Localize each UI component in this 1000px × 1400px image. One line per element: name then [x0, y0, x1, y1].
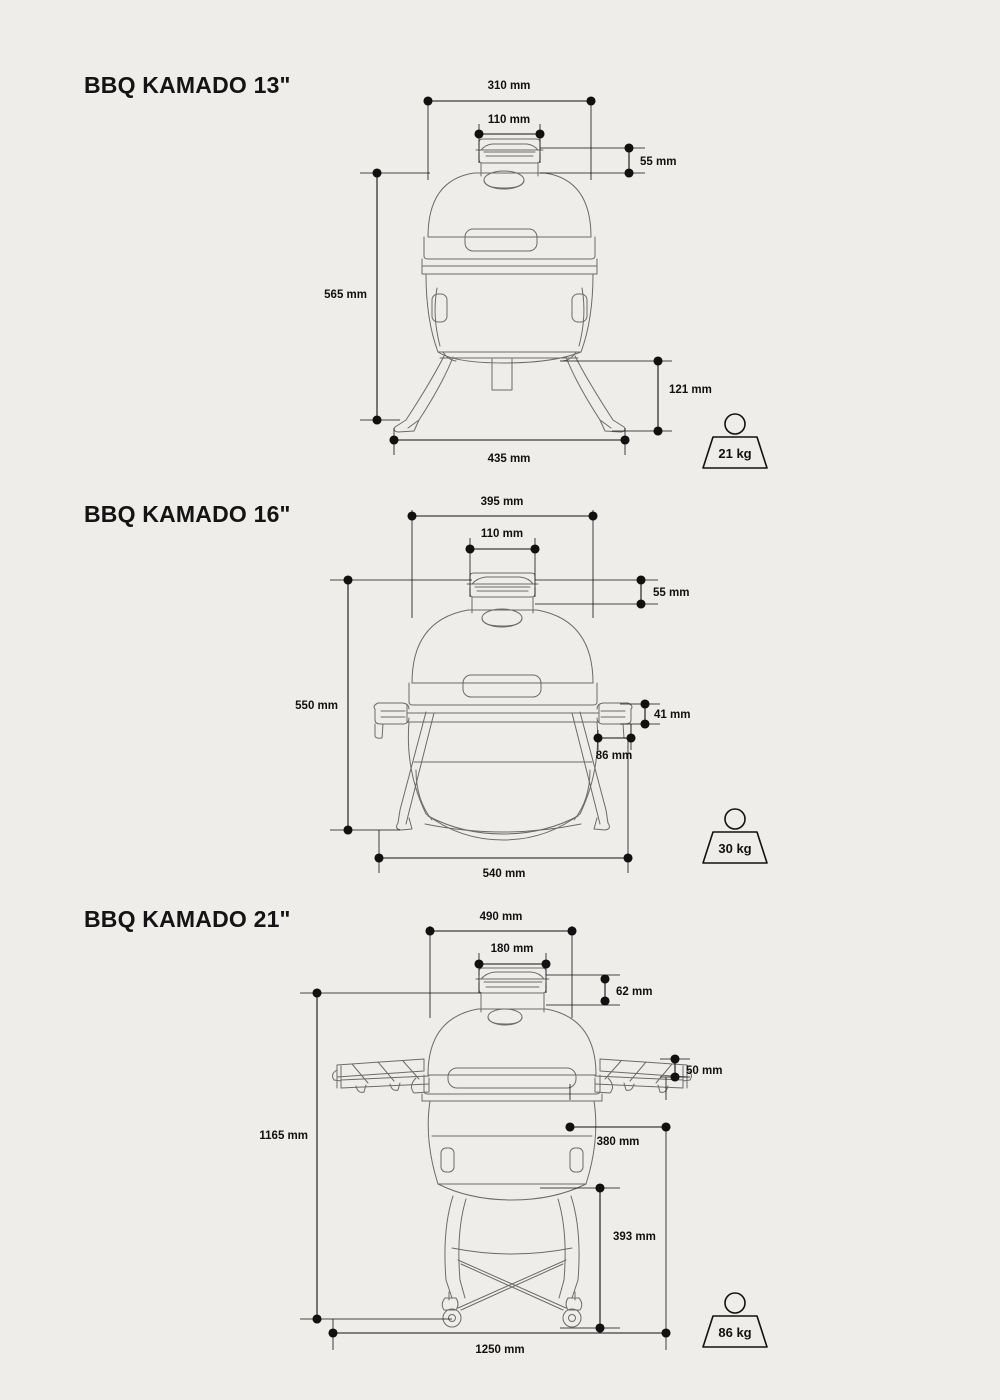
dim-base-width-13: 435 mm	[488, 453, 531, 465]
dim-leg-height-13: 121 mm	[669, 384, 712, 396]
section-kamado-16: BBQ KAMADO 16"	[0, 480, 1000, 900]
dim-total-height-16: 550 mm	[295, 700, 338, 712]
dim-total-height-21: 1165 mm	[259, 1130, 308, 1142]
dim-cap-height-21: 62 mm	[616, 986, 652, 998]
weight-value-13: 21 kg	[718, 446, 751, 461]
weight-badge-21: 86 kg	[702, 1292, 768, 1348]
dim-cap-width-21: 180 mm	[491, 943, 534, 955]
diagram-kamado-21: 490 mm 180 mm 62 mm 50 mm 380 mm 1165 mm…	[259, 911, 768, 1356]
diagram-kamado-13: 310 mm 110 mm 55 mm 565 mm 121 mm 435 mm…	[324, 80, 768, 469]
dim-top-width-13: 310 mm	[488, 80, 531, 92]
section-title-kamado-13: BBQ KAMADO 13"	[84, 72, 291, 98]
dim-shelf-height-16: 41 mm	[654, 709, 690, 721]
dim-cap-width-16: 110 mm	[481, 528, 523, 540]
dim-base-width-16: 540 mm	[483, 868, 526, 880]
dim-shelf-depth-16: 86 mm	[596, 750, 632, 762]
dim-top-width-21: 490 mm	[480, 911, 523, 923]
section-title-kamado-21: BBQ KAMADO 21"	[84, 906, 291, 932]
dim-cap-height-16: 55 mm	[653, 587, 689, 599]
section-kamado-21: BBQ KAMADO 21"	[0, 900, 1000, 1400]
dim-cart-height-21: 393 mm	[613, 1231, 656, 1243]
dim-top-width-16: 395 mm	[481, 496, 524, 508]
section-kamado-13: BBQ KAMADO 13"	[0, 0, 1000, 480]
dim-cap-width-13: 110 mm	[488, 114, 530, 126]
dim-total-height-13: 565 mm	[324, 289, 367, 301]
section-title-kamado-16: BBQ KAMADO 16"	[84, 501, 291, 527]
dim-shelf-height-21: 50 mm	[686, 1065, 722, 1077]
weight-value-21: 86 kg	[718, 1325, 751, 1340]
weight-badge-16: 30 kg	[702, 808, 768, 864]
dim-shelf-width-21: 380 mm	[597, 1136, 640, 1148]
diagram-kamado-16: 395 mm 110 mm 55 mm 550 mm 41 mm 86 mm 5…	[295, 496, 768, 880]
weight-badge-13: 21 kg	[702, 413, 768, 469]
weight-value-16: 30 kg	[718, 841, 751, 856]
dim-cap-height-13: 55 mm	[640, 156, 676, 168]
dim-base-width-21: 1250 mm	[475, 1344, 524, 1356]
